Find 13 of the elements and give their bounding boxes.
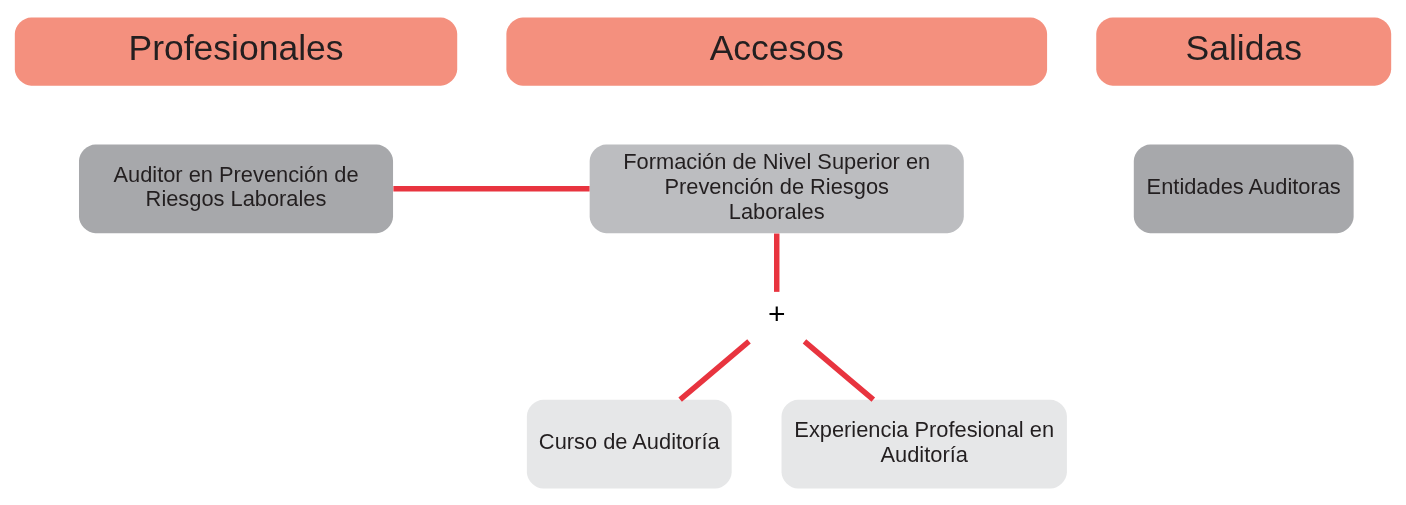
connector (393, 185, 590, 192)
node-box: Accesos (506, 16, 1048, 86)
connector (774, 233, 780, 292)
node-box: Entidades Auditoras (1133, 143, 1354, 233)
node-box: Salidas (1096, 16, 1392, 86)
node-box: Curso de Auditoría (526, 399, 732, 489)
node-box: Auditor en Prevención de Riesgos Laborales (79, 143, 394, 233)
node-box: Experiencia Profesional en Auditoría (781, 399, 1067, 489)
node-text: + (767, 296, 786, 330)
connector (802, 338, 876, 402)
node-box: Profesionales (14, 16, 458, 86)
node-box: Formación de Nivel Superior en Prevención de Riesgos Laborales (589, 143, 964, 233)
connector (678, 338, 751, 402)
